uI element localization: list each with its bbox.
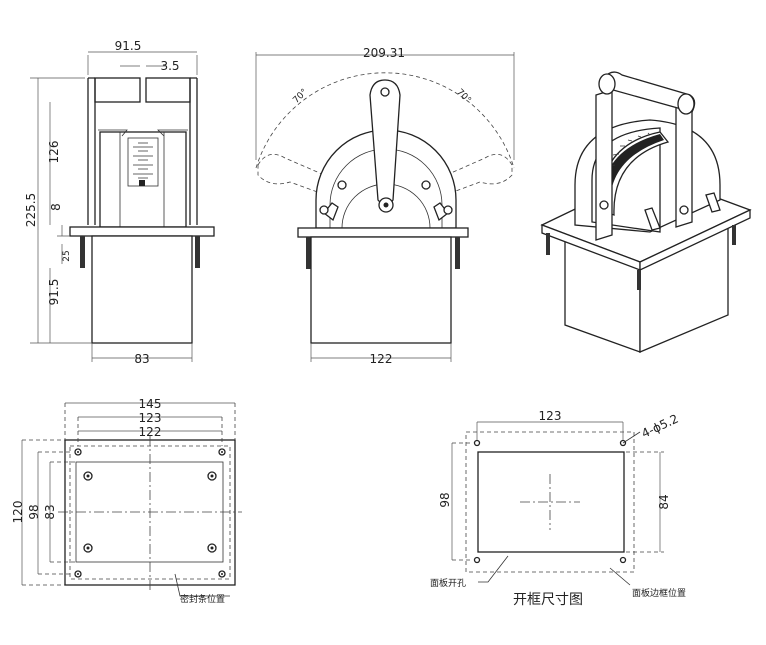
panel-hole-label: 面板开孔 xyxy=(430,577,466,589)
dim-cutout-height: 84 xyxy=(657,494,671,509)
front-stud-left xyxy=(80,236,85,268)
dim-lower-height: 91.5 xyxy=(47,279,61,306)
cutout-title: 开框尺寸图 xyxy=(513,592,583,608)
iso-handle-left xyxy=(595,89,613,241)
front-top-cap-right xyxy=(145,77,191,103)
dim-side-box-width: 122 xyxy=(370,352,393,366)
dim-top-gap: 3.5 xyxy=(160,59,179,73)
front-view: 91.5 3.5 225.5 126 8 25 91.5 83 xyxy=(24,39,215,366)
dim-top-width: 91.5 xyxy=(115,39,142,53)
dim-angle-right: 70° xyxy=(454,87,472,105)
dim-plate-inner-height: 83 xyxy=(43,504,57,519)
front-lower-box xyxy=(91,235,193,344)
side-lower-box xyxy=(310,236,452,344)
dim-flange-thickness: 8 xyxy=(49,203,63,211)
side-flange xyxy=(297,227,469,238)
dim-holes: 4-ϕ5.2 xyxy=(639,412,680,441)
plate-screws xyxy=(74,448,226,578)
dim-swing-width: 209.31 xyxy=(363,46,405,60)
dim-hole-spacing-w: 123 xyxy=(539,409,562,423)
side-view: 209.31 70° 70° 122 xyxy=(255,46,515,366)
dim-plate-mid-width: 123 xyxy=(139,411,162,425)
dim-plate-outer-height: 120 xyxy=(11,501,25,524)
dim-box-width: 83 xyxy=(134,352,149,366)
dim-total-height: 225.5 xyxy=(24,193,38,227)
dim-upper-height: 126 xyxy=(47,141,61,164)
cutout-view: 123 4-ϕ5.2 98 84 面板开孔 面板边框位置 开框尺寸图 xyxy=(430,409,686,608)
front-stud-right xyxy=(195,236,200,268)
front-arm-left xyxy=(87,78,96,225)
front-arm-right xyxy=(189,78,198,225)
dim-hole-spacing-h: 98 xyxy=(438,492,452,507)
swing-arc xyxy=(255,72,515,169)
isometric-view xyxy=(540,71,752,353)
front-flange xyxy=(69,226,215,237)
panel-edge-label: 面板边框位置 xyxy=(632,587,686,599)
front-housing xyxy=(99,131,187,228)
panel-edge xyxy=(465,431,635,573)
dim-plate-outer-width: 145 xyxy=(139,397,162,411)
dim-angle-left: 70° xyxy=(291,87,309,105)
front-top-cap-left xyxy=(94,77,141,103)
plate-view: 145 123 122 120 98 83 密封条位置 xyxy=(11,397,242,605)
dim-plate-mid-height: 98 xyxy=(27,504,41,519)
dim-flange-gap: 25 xyxy=(62,250,72,261)
cutout-holes xyxy=(473,439,627,564)
dim-plate-inner-width: 122 xyxy=(139,425,162,439)
seal-label: 密封条位置 xyxy=(180,593,225,605)
